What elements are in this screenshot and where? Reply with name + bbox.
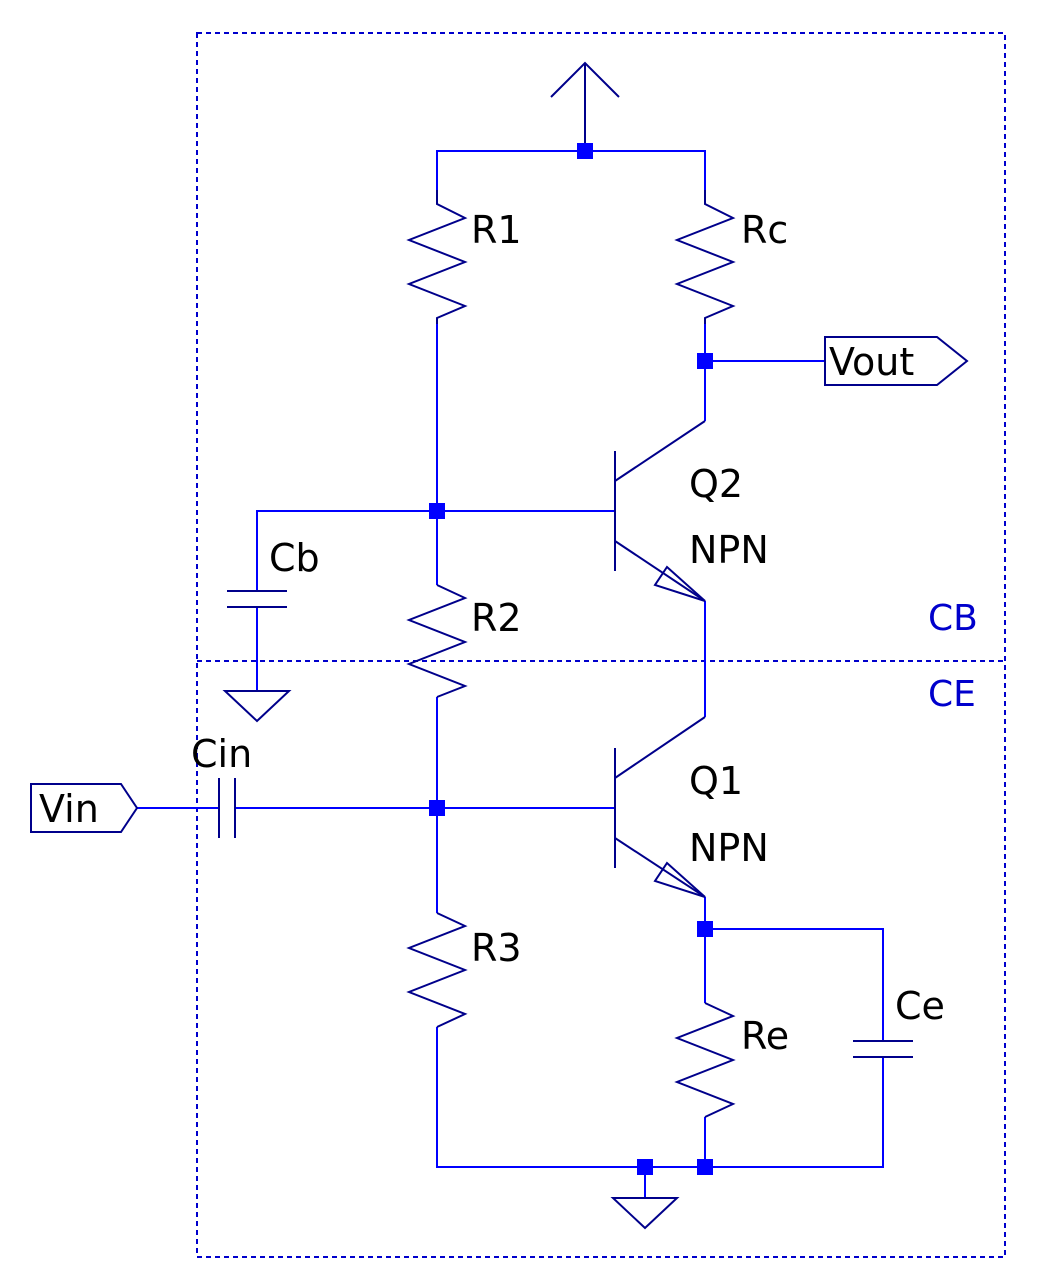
block-label-ce: CE — [928, 674, 976, 715]
label-rc: Rc — [741, 208, 788, 252]
npn-transistor-q1-icon — [614, 716, 706, 898]
label-ce: Ce — [895, 984, 945, 1028]
junction — [697, 353, 713, 369]
junction — [429, 800, 445, 816]
capacitor-ce-icon — [853, 1040, 913, 1058]
junction — [637, 1159, 653, 1175]
npn-transistor-q2-icon — [614, 420, 706, 602]
label-re: Re — [741, 1014, 789, 1058]
label-vout: Vout — [829, 340, 914, 384]
resistor-r3-icon — [406, 912, 468, 1028]
junction — [697, 1159, 713, 1175]
label-r1: R1 — [471, 208, 522, 252]
label-vin: Vin — [39, 787, 99, 831]
resistor-re-icon — [674, 1002, 736, 1118]
resistor-r2-icon — [406, 584, 468, 698]
vout-port: Vout — [824, 336, 969, 386]
vcc-arrow-icon — [550, 61, 620, 151]
label-q1: Q1 — [689, 759, 743, 803]
block-frames: CB CE — [196, 32, 1006, 1258]
vin-port: Vin — [30, 783, 139, 833]
wires — [137, 150, 884, 1198]
junction — [577, 143, 593, 159]
junction — [429, 503, 445, 519]
wire-top-rail — [436, 150, 706, 204]
resistor-r1-icon — [406, 190, 468, 324]
capacitor-cb-icon — [227, 590, 287, 608]
junction — [697, 921, 713, 937]
label-q2: Q2 — [689, 462, 743, 506]
label-cin: Cin — [191, 732, 252, 776]
ground-icon — [222, 690, 292, 723]
wire-ce-top — [705, 928, 884, 1041]
outer-frame — [196, 32, 1006, 1258]
ground-icon — [610, 1197, 680, 1230]
junctions — [429, 143, 713, 1175]
label-r3: R3 — [471, 926, 522, 970]
block-label-cb: CB — [928, 598, 978, 639]
wire-cb-top — [256, 510, 437, 591]
wire-bottom-rail — [436, 1027, 884, 1168]
label-cb: Cb — [269, 536, 320, 580]
label-q1-type: NPN — [689, 826, 769, 870]
capacitor-cin-icon — [218, 778, 236, 838]
resistor-rc-icon — [674, 190, 736, 324]
label-q2-type: NPN — [689, 528, 769, 572]
label-r2: R2 — [471, 596, 522, 640]
